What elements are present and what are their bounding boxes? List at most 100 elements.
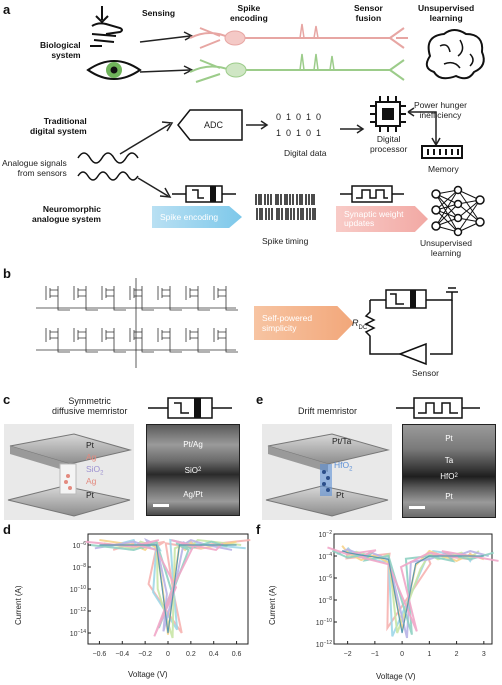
y-tick-label: 10−12 <box>70 607 86 616</box>
self-powered-circuit <box>364 287 458 366</box>
x-tick-label: 1 <box>427 651 431 658</box>
label-e-hfo2: HfO2 <box>334 460 352 475</box>
chart-f-ylabel: Current (A) <box>268 585 277 625</box>
spike-encoding-band: Spike encoding <box>152 206 242 228</box>
tem-c-layer-top: Pt/Ag <box>183 439 203 449</box>
y-tick-label: 10−14 <box>70 629 86 638</box>
label-biological-system: Biological system <box>40 40 81 60</box>
memristor-symbol-drift-e <box>396 397 480 419</box>
e-hfo2-main: HfO <box>334 460 350 470</box>
x-tick-label: 0 <box>166 651 170 658</box>
r-dc-sub: DC <box>358 324 368 331</box>
iv-curve-main <box>99 544 237 634</box>
label-spike-timing: Spike timing <box>262 236 309 246</box>
self-powered-band-label: Self-powered simplicity <box>262 313 313 333</box>
digital-bits-row-1: 0 1 0 1 0 <box>276 112 322 122</box>
label-power-hunger: Power hunger inefficiency <box>414 100 467 120</box>
y-tick-label: 10−6 <box>73 541 87 550</box>
label-digital-processor: Digital processor <box>370 134 408 154</box>
label-c-sio2: SiO2 <box>86 464 104 479</box>
iv-curve-main <box>341 550 484 634</box>
arrow-adc-to-data <box>246 120 269 130</box>
label-neuromorphic: Neuromorphic analogue system <box>32 204 101 224</box>
y-tick-label: 10−2 <box>319 530 333 539</box>
memristor-symbol-drift-a <box>340 185 404 203</box>
iv-curve-2 <box>108 538 246 631</box>
panel-e-title: Drift memristor <box>298 406 357 416</box>
tem-e-layer-pt: Pt <box>445 433 453 443</box>
spike-train-graphic <box>255 194 316 220</box>
label-c-pt-bottom: Pt <box>86 490 95 500</box>
label-c-ag-bottom: Ag <box>86 476 97 486</box>
header-unsupervised-learning: Unsupervised learning <box>418 3 475 23</box>
spike-encoding-band-label: Spike encoding <box>160 212 219 222</box>
label-e-pt: Pt <box>336 490 345 500</box>
panel-letter-c: c <box>3 392 11 407</box>
arrow-data-to-processor <box>340 124 365 134</box>
y-tick-label: 10−8 <box>73 563 87 572</box>
e-hfo2-sub: 2 <box>349 466 353 473</box>
iv-curve-5 <box>94 537 233 632</box>
x-tick-label: 0 <box>400 651 404 658</box>
panel-c-title: Symmetric diffusive memristor <box>52 396 128 416</box>
neuron-pink <box>189 23 408 49</box>
x-tick-label: 3 <box>482 651 486 658</box>
label-memory: Memory <box>428 164 459 174</box>
self-powered-band: Self-powered simplicity <box>254 306 354 340</box>
x-tick-label: −0.2 <box>138 651 152 658</box>
memristor-symbol-diffusive-a <box>172 185 236 203</box>
synaptic-weight-band-label: Synaptic weight updates <box>344 209 404 228</box>
label-traditional-digital: Traditional digital system <box>30 116 87 136</box>
c-sio2-main: SiO <box>86 464 101 474</box>
label-e-pt-ta: Pt/Ta <box>332 436 352 446</box>
synaptic-weight-band: Synaptic weight updates <box>336 206 428 232</box>
tem-c-mid-sub: 2 <box>198 467 202 473</box>
chart-f-xlabel: Voltage (V) <box>376 672 416 681</box>
label-digital-data: Digital data <box>284 148 327 158</box>
label-unsupervised-learning-a: Unsupervised learning <box>420 238 472 258</box>
tem-c-scale-bar <box>153 504 169 507</box>
x-tick-label: −0.6 <box>93 651 107 658</box>
label-c-ag-top: Ag <box>86 452 97 462</box>
adc-label: ADC <box>204 120 224 130</box>
header-spike-encoding: Spike encoding <box>230 3 268 23</box>
arrow-to-adc <box>119 121 174 155</box>
y-tick-label: 10−10 <box>316 618 332 627</box>
panel-letter-e: e <box>256 392 264 407</box>
tem-e-layer-ta: Ta <box>444 455 454 465</box>
arrow-to-neuromorphic <box>137 177 172 198</box>
tem-e-hfo2-main: HfO <box>440 471 455 481</box>
y-tick-label: 10−12 <box>316 640 332 649</box>
tem-e-layer-pt-bot: Pt <box>445 491 453 501</box>
device-render-e <box>262 424 392 520</box>
tem-c-mid-main: SiO <box>184 465 198 475</box>
c-sio2-sub: 2 <box>100 470 104 477</box>
chart-d-xlabel: Voltage (V) <box>128 670 168 679</box>
x-tick-label: 0.6 <box>232 651 242 658</box>
panel-letter-b: b <box>3 266 11 281</box>
panel-letter-a: a <box>3 2 11 17</box>
x-tick-label: 0.4 <box>209 651 219 658</box>
device-render-c <box>4 424 134 520</box>
r-dc-main: R <box>352 318 359 328</box>
x-tick-label: −2 <box>344 651 352 658</box>
processor-chip-icon <box>370 96 406 132</box>
x-tick-label: 2 <box>455 651 459 658</box>
neural-network-icon <box>431 185 485 237</box>
label-analogue-signals: Analogue signals from sensors <box>2 158 67 178</box>
adc-block <box>177 109 243 141</box>
tem-c-layer-bot: Ag/Pt <box>183 489 203 499</box>
memory-icon <box>421 145 463 159</box>
y-tick-label: 10−4 <box>319 552 333 561</box>
label-c-pt-top: Pt <box>86 440 95 450</box>
cmos-circuit-schematic <box>36 278 238 368</box>
analogue-signal-waves <box>77 152 139 181</box>
brain-icon <box>425 29 485 80</box>
digital-bits-row-2: 1 0 1 0 1 <box>276 128 322 138</box>
panel-letter-d: d <box>3 522 11 537</box>
